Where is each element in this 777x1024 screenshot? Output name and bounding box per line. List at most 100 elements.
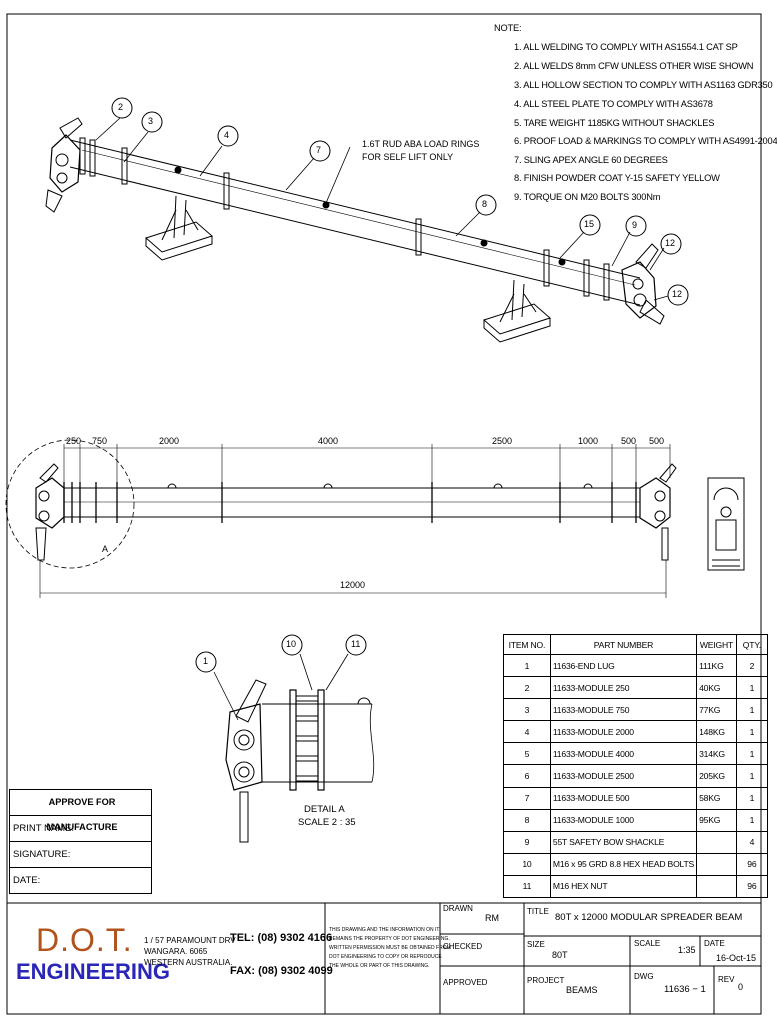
rev-value: 0 [738,982,744,992]
bom-item-no: 6 [503,764,551,788]
bom-item-no: 3 [503,698,551,722]
balloon-label: 10 [286,639,297,649]
bom-item-no: 5 [503,742,551,766]
bom-item-no: 8 [503,808,551,832]
size-label: SIZE [527,940,545,949]
balloon-label: 12 [672,289,683,299]
dimension-label: 4000 [318,436,339,446]
company-phone: TEL: (08) 9302 4166 [230,932,333,944]
bom-item-no: 11 [503,874,551,899]
bom-weight [696,830,737,854]
address-line: WESTERN AUSTRALIA. [144,958,233,967]
balloon-label: 9 [632,220,638,230]
note-item: 7. SLING APEX ANGLE 60 DEGREES [514,155,668,165]
balloon-label: 2 [118,102,124,112]
drawn-label: DRAWN [443,904,473,913]
rev-label: REV [718,975,735,984]
bom-qty: 96 [735,852,769,876]
balloon-label: 7 [316,145,322,155]
detail-bolts [295,695,319,782]
note-item: 3. ALL HOLLOW SECTION TO COMPLY WITH AS1… [514,80,773,90]
address-line: WANGARA. 6065 [144,947,208,956]
bom-qty: 1 [735,676,769,700]
disclaimer-line: THIS DRAWING AND THE INFORMATION ON IT [329,927,440,933]
dimension-label: 500 [649,436,665,446]
bom-item-no: 4 [503,720,551,744]
title-label: TITLE [527,907,549,916]
load-ring-annotation: 1.6T RUD ABA LOAD RINGS [362,139,480,149]
dimension-label: 750 [92,436,108,446]
bom-qty: 1 [735,742,769,766]
bom-header-weight: WEIGHT [696,634,737,655]
disclaimer-line: REMAINS THE PROPERTY OF DOT ENGINEERING. [329,936,450,942]
signature-field: SIGNATURE: [10,842,151,868]
balloon-label: 1 [203,656,209,666]
bom-item-no: 10 [503,852,551,876]
dwg-label: DWG [634,972,654,981]
bom-weight: 314KG [696,742,737,766]
disclaimer-line: WRITTEN PERMISSION MUST BE OBTAINED FROM [329,945,451,951]
bom-header-part: PART NUMBER [549,634,698,655]
elevation-view [5,439,677,598]
project-label: PROJECT [527,976,565,985]
note-item: 5. TARE WEIGHT 1185KG WITHOUT SHACKLES [514,118,715,128]
dimension-lines [39,444,671,598]
drawn-value: RM [485,913,499,923]
title-block-grid [7,902,761,1014]
balloon-label: 8 [482,199,488,209]
bom-header-qty: QTY. [735,634,769,655]
detail-scale: SCALE 2 : 35 [298,817,356,828]
date-label: DATE [704,939,725,948]
bom-qty: 1 [735,786,769,810]
end-view [707,477,745,571]
dimension-label: 2000 [159,436,180,446]
bom-weight: 77KG [696,698,737,722]
bom-part-number: 55T SAFETY BOW SHACKLE [549,830,698,854]
bom-part-number: 11633-MODULE 500 [549,786,698,810]
bom-part-number: 11633-MODULE 2500 [549,764,698,788]
detail-marker: A [102,544,109,554]
detail-title: DETAIL A [304,804,345,815]
bom-qty: 96 [735,874,769,899]
balloon-label: 12 [665,238,676,248]
bom-qty: 4 [735,830,769,854]
bom-part-number: 11633-MODULE 250 [549,676,698,700]
note-item: 9. TORQUE ON M20 BOLTS 300Nm [514,192,661,202]
bom-item-no: 7 [503,786,551,810]
bom-part-number: 11636-END LUG [549,653,698,678]
bom-part-number: M16 HEX NUT [549,874,698,899]
balloon-label: 3 [148,116,154,126]
bom-qty: 2 [735,653,769,678]
company-logo-top: D.O.T. [36,922,133,958]
bom-header-item: ITEM NO. [503,634,551,655]
dwg-number: 11636 − 1 [664,984,706,995]
dimension-label: 2500 [492,436,513,446]
dimension-label: 250 [66,436,82,446]
drawing-title: 80T x 12000 MODULAR SPREADER BEAM [555,912,743,923]
disclaimer-line: THE WHOLE OR PART OF THIS DRAWING. [329,963,430,969]
bom-part-number: 11633-MODULE 4000 [549,742,698,766]
scale-label: SCALE [634,939,661,948]
note-item: 1. ALL WELDING TO COMPLY WITH AS1554.1 C… [514,42,738,52]
bom-qty: 1 [735,764,769,788]
iso-flanges [79,137,610,301]
balloon-label: 11 [351,639,361,649]
elevation-flanges [63,482,637,523]
bom-qty: 1 [735,698,769,722]
bom-weight: 148KG [696,720,737,744]
sheet-border [6,13,762,1015]
dimension-label: 1000 [578,436,599,446]
bom-weight: 58KG [696,786,737,810]
bom-part-number: M16 x 95 GRD 8.8 HEX HEAD BOLTS [549,852,698,876]
detail-a-view [195,634,375,843]
